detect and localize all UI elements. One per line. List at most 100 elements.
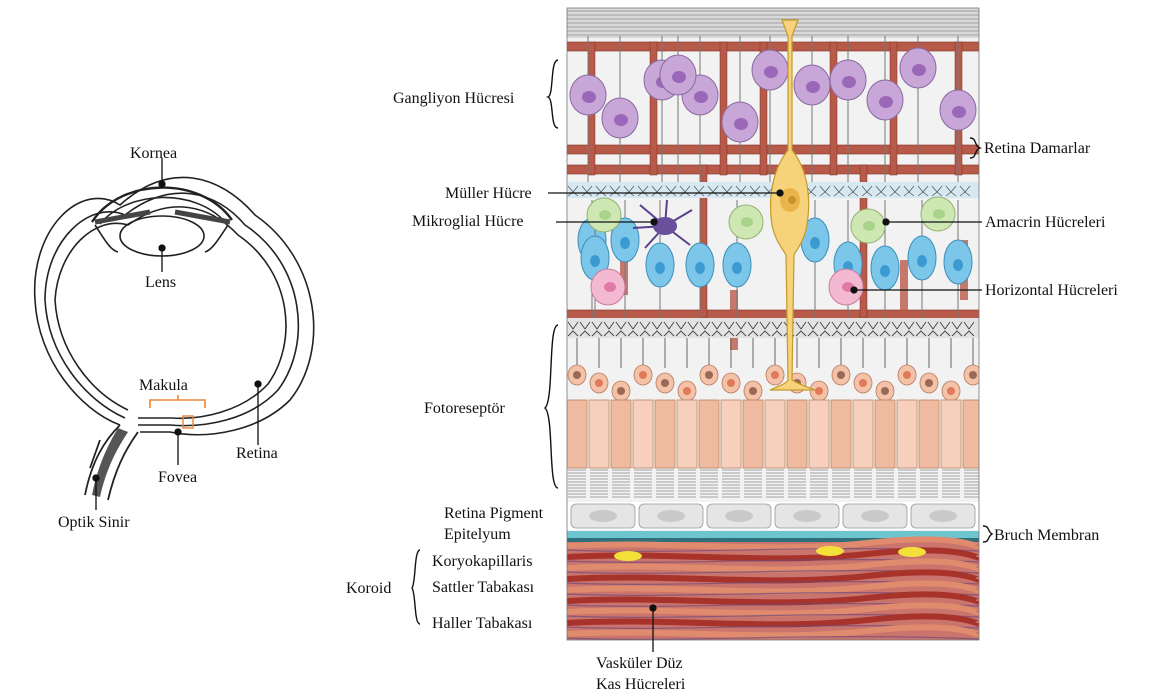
optic-nerve-fill — [92, 428, 128, 497]
ganglion-nucleus — [879, 96, 893, 108]
ganglion-nucleus — [842, 76, 856, 88]
label-horizontal: Horizontal Hücreleri — [985, 282, 1118, 299]
photoreceptor-nucleus — [947, 387, 955, 395]
bipolar-nucleus — [880, 265, 890, 277]
photoreceptor-inner-segment — [941, 400, 961, 468]
photoreceptor-nucleus — [749, 387, 757, 395]
ganglion-nucleus — [672, 71, 686, 83]
bipolar-nucleus — [590, 255, 600, 267]
pointer-dot-fovea — [175, 429, 181, 435]
ciliary-right — [205, 225, 228, 252]
photoreceptor-inner-segment — [809, 400, 829, 468]
amacrine-nucleus — [599, 210, 611, 220]
label-fovea: Fovea — [158, 469, 197, 486]
vessel-vertical — [830, 42, 837, 175]
choroid-pigment — [816, 546, 844, 556]
label-rpe-line2: Epitelyum — [444, 526, 511, 543]
photoreceptor-inner-segment — [853, 400, 873, 468]
photoreceptor-inner-segment — [897, 400, 917, 468]
label-gangliyon: Gangliyon Hücresi — [393, 90, 515, 107]
photoreceptor-nucleus — [705, 371, 713, 379]
rpe-nucleus — [793, 510, 821, 522]
photoreceptor-inner-segment — [655, 400, 675, 468]
rpe-nucleus — [725, 510, 753, 522]
photoreceptor-inner-segment — [765, 400, 785, 468]
bipolar-nucleus — [732, 262, 742, 274]
photoreceptor-inner-segment — [721, 400, 741, 468]
pointer-dot-optik — [93, 475, 99, 481]
label-koryokapillaris: Koryokapillaris — [432, 553, 532, 570]
rpe-nucleus — [861, 510, 889, 522]
bracket-koroid — [412, 550, 420, 624]
photoreceptor-inner-segment — [963, 400, 983, 468]
label-optik-sinir: Optik Sinir — [58, 514, 130, 531]
photoreceptor-nucleus — [683, 387, 691, 395]
amacrine-nucleus — [741, 217, 753, 227]
pointer-dot-lens — [159, 245, 165, 251]
label-kornea: Kornea — [130, 145, 177, 162]
label-koroid: Koroid — [346, 580, 391, 597]
choroid-pigment — [614, 551, 642, 561]
photoreceptor-nucleus — [837, 371, 845, 379]
ganglion-nucleus — [614, 114, 628, 126]
ganglion-nucleus — [694, 91, 708, 103]
vessel-vertical — [720, 42, 727, 175]
bracket-bruch — [983, 526, 992, 542]
label-vaskuler-line2: Kas Hücreleri — [596, 676, 686, 693]
label-makula: Makula — [139, 377, 188, 394]
ciliary-left — [95, 225, 118, 252]
photoreceptor-inner-segment — [875, 400, 895, 468]
pointer-dot-mikroglial — [651, 219, 657, 225]
photoreceptor-inner-segment — [589, 400, 609, 468]
ganglion-nucleus — [912, 64, 926, 76]
optic-nerve — [85, 425, 138, 500]
bipolar-nucleus — [655, 262, 665, 274]
label-amacrin: Amacrin Hücreleri — [985, 214, 1106, 231]
label-lens: Lens — [145, 274, 176, 291]
ganglion-nucleus — [952, 106, 966, 118]
photoreceptor-inner-segment — [831, 400, 851, 468]
photoreceptor-nucleus — [903, 371, 911, 379]
label-muller: Müller Hücre — [445, 185, 532, 202]
label-retina-damarlar: Retina Damarlar — [984, 140, 1091, 157]
photoreceptor-inner-segment — [677, 400, 697, 468]
label-haller: Haller Tabakası — [432, 615, 533, 632]
photoreceptor-nucleus — [727, 379, 735, 387]
choroid-pigment — [898, 547, 926, 557]
ganglion-nucleus — [764, 66, 778, 78]
photoreceptor-inner-segment — [567, 400, 587, 468]
photoreceptor-nucleus — [595, 379, 603, 387]
pointer-dot-retina — [255, 381, 261, 387]
photoreceptor-nucleus — [859, 379, 867, 387]
bipolar-nucleus — [695, 262, 705, 274]
photoreceptor-inner-segment — [611, 400, 631, 468]
vessel-horizontal — [567, 145, 979, 154]
vessel-horizontal — [567, 165, 979, 174]
ganglion-nucleus — [582, 91, 596, 103]
amacrine-nucleus — [933, 209, 945, 219]
muller-cell-nucleus-dot — [788, 196, 796, 204]
photoreceptor-nucleus — [771, 371, 779, 379]
photoreceptor-nucleus — [881, 387, 889, 395]
bipolar-nucleus — [810, 237, 820, 249]
bipolar-nucleus — [953, 259, 963, 271]
retina-layers — [567, 8, 983, 640]
photoreceptor-inner-segment — [633, 400, 653, 468]
eye-left-curve-inner2 — [55, 300, 128, 410]
rpe-nucleus — [657, 510, 685, 522]
label-vaskuler-line1: Vasküler Düz — [596, 655, 683, 672]
bracket-gangliyon — [548, 60, 558, 128]
makula-bracket — [150, 395, 205, 408]
label-bruch: Bruch Membran — [994, 527, 1099, 544]
photoreceptor-nucleus — [815, 387, 823, 395]
photoreceptor-nucleus — [573, 371, 581, 379]
amacrine-nucleus — [863, 221, 875, 231]
photoreceptor-inner-segment — [699, 400, 719, 468]
label-rpe-line1: Retina Pigment — [444, 505, 544, 522]
rpe-nucleus — [589, 510, 617, 522]
photoreceptor-nucleus — [969, 371, 977, 379]
bipolar-nucleus — [620, 237, 630, 249]
pointer-dot-muller — [777, 190, 783, 196]
photoreceptor-nucleus — [639, 371, 647, 379]
